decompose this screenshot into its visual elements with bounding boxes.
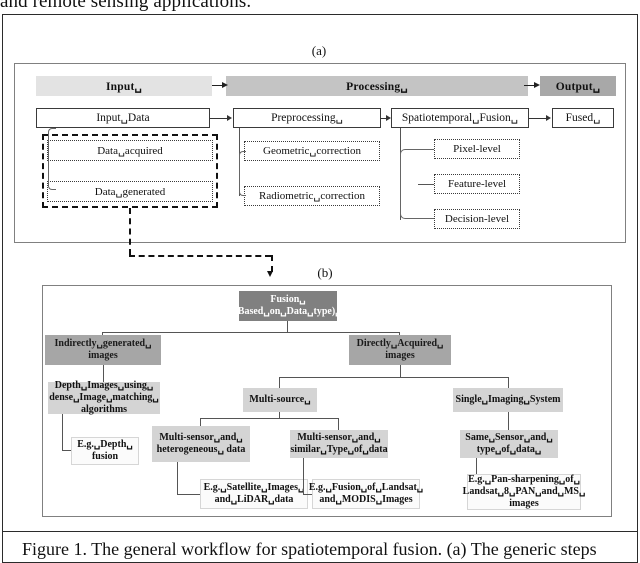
dashed-link-vertical-to-panel-b bbox=[271, 255, 273, 272]
bracket-fusion-children bbox=[400, 149, 434, 219]
node-multisensor-similar-type-data: Multi-sensor␣and␣ similar␣Type␣of␣data bbox=[290, 430, 388, 458]
dashed-link-arrowhead bbox=[267, 271, 274, 277]
band-arrow-processing-to-output bbox=[524, 82, 540, 90]
arrowhead-preprocessing bbox=[227, 114, 232, 121]
connector-het-stem bbox=[177, 462, 179, 495]
connector-root-to-direct bbox=[399, 332, 401, 336]
node-multisensor-heterogeneous-data: Multi-sensor␣and␣ heterogeneous␣ data bbox=[152, 426, 250, 462]
figure-caption: Figure 1. The general workflow for spati… bbox=[22, 539, 597, 559]
box-input-data: Input␣Data bbox=[36, 108, 210, 128]
node-eg-depth-fusion: E.g.␣Depth␣ fusion bbox=[71, 437, 139, 465]
connector-root-span bbox=[102, 332, 400, 334]
connector-depth-to-egdepth bbox=[62, 450, 72, 452]
connector-multisource-stem bbox=[279, 412, 281, 419]
box-data-generated: Data␣generated bbox=[47, 181, 213, 202]
arrowhead-fusion bbox=[386, 114, 391, 121]
box-decision-level: Decision-level bbox=[434, 209, 520, 229]
box-feature-level: Feature-level bbox=[434, 174, 520, 194]
connector-multisource-to-sim bbox=[338, 418, 340, 430]
node-depth-images-dense-matching: Depth␣Images␣using␣ dense␣Image␣matching… bbox=[48, 380, 160, 415]
connector-direct-to-multisource bbox=[279, 377, 281, 388]
connector-multisource-span bbox=[200, 418, 339, 420]
node-fusion-line1: Fusion␣ bbox=[270, 293, 306, 305]
connector-single-to-samesensor bbox=[508, 412, 510, 430]
box-pixel-level: Pixel-level bbox=[434, 139, 520, 159]
connector-root-to-indirect bbox=[102, 332, 104, 336]
input-data-dashed-group bbox=[42, 134, 218, 208]
box-geometric-correction: Geometric␣correction bbox=[244, 141, 380, 161]
bracket-input-data-children bbox=[48, 128, 56, 190]
node-eg-pansharpening-landsat8: E.g.␣Pan-sharpening␣of␣ Landsat␣8␣PAN␣an… bbox=[462, 474, 586, 510]
connector-indirect-to-depth bbox=[103, 365, 105, 382]
dashed-link-vertical-from-panel-a bbox=[129, 208, 131, 255]
connector-direct-span bbox=[279, 377, 509, 379]
connector-het-to-egsat bbox=[177, 494, 202, 496]
stage-band-processing: Processing␣ bbox=[226, 76, 528, 96]
box-spatiotemporal-fusion: Spatiotemporal␣Fusion␣ bbox=[391, 108, 529, 128]
connector-fusion-to-fused bbox=[529, 117, 546, 119]
node-eg-fusion-landsat-modis: E.g.␣Fusion␣of␣Landsat␣ and␣MODIS␣Images bbox=[309, 479, 423, 509]
page-body-text-above-figure: and remote sensing applications. bbox=[0, 0, 252, 12]
stage-band-input: Input␣ bbox=[36, 76, 212, 96]
node-fusion-line2: (Based␣on␣Data␣type)␣ bbox=[234, 306, 342, 317]
caption-frame bbox=[2, 532, 638, 563]
node-multi-source: Multi-source␣ bbox=[243, 388, 317, 412]
stage-band-output: Output␣ bbox=[540, 76, 616, 96]
node-fusion-root: Fusion␣ (Based␣on␣Data␣type)␣ bbox=[234, 291, 342, 321]
node-indirectly-generated-images: Indirectly␣generated␣ images bbox=[45, 335, 161, 365]
bracket-preprocessing-children bbox=[239, 151, 246, 196]
box-data-acquired: Data␣acquired bbox=[47, 140, 213, 161]
node-same-sensor-and-type-of-data: Same␣Sensor␣and␣ type␣of␣data␣ bbox=[460, 430, 558, 458]
connector-depth-stem bbox=[62, 414, 64, 451]
connector-preprocessing-to-fusion bbox=[381, 117, 386, 119]
box-radiometric-correction: Radiometric␣correction bbox=[244, 186, 380, 206]
connector-direct-stem bbox=[400, 365, 402, 378]
connector-inputdata-to-preprocessing bbox=[210, 117, 227, 119]
connector-multisource-to-het bbox=[200, 418, 202, 426]
connector-direct-to-single bbox=[508, 377, 510, 388]
band-arrow-input-to-processing bbox=[212, 82, 228, 90]
box-preprocessing: Preprocessing␣ bbox=[233, 108, 381, 128]
connector-fusion-middle bbox=[418, 184, 434, 186]
connector-sim-to-egfusion bbox=[303, 494, 314, 496]
panel-a-label: (a) bbox=[311, 43, 327, 58]
connector-sim-stem bbox=[303, 458, 305, 495]
arrowhead-fused bbox=[546, 114, 551, 121]
panel-b-label: (b) bbox=[317, 265, 333, 280]
node-single-imaging-system: Single␣Imaging␣System bbox=[453, 388, 563, 412]
node-directly-acquired-images: Directly␣Acquired␣ images bbox=[349, 335, 451, 365]
node-eg-satellite-lidar: E.g.␣Satellite␣Images␣ and␣LiDAR␣data bbox=[200, 479, 308, 509]
box-fused: Fused␣ bbox=[552, 108, 614, 128]
dashed-link-horizontal bbox=[129, 255, 271, 257]
connector-root-stem bbox=[287, 321, 289, 333]
